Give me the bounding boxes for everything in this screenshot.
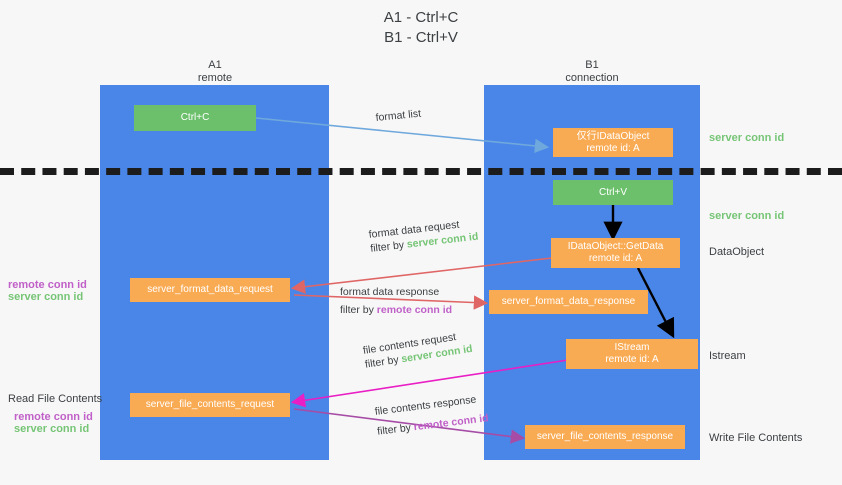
edge-label-format-list: format list xyxy=(375,107,422,125)
node-dataobject-create-line1: 仅行IDataObject xyxy=(576,130,650,142)
right-label-dataobject: DataObject xyxy=(709,246,765,258)
node-server-format-data-request-label: server_format_data_request xyxy=(147,284,273,295)
column-b1-name: B1 xyxy=(585,59,599,71)
node-dataobject-getdata-line2: remote id: A xyxy=(588,253,643,264)
node-server-file-contents-request[interactable]: server_file_contents_request xyxy=(130,393,290,417)
title-line-2: B1 - Ctrl+V xyxy=(384,29,458,46)
column-a1-name: A1 xyxy=(208,59,222,71)
phase-divider xyxy=(0,168,842,175)
edge-label-format-list-text: format list xyxy=(375,107,422,124)
node-server-file-contents-response-label: server_file_contents_response xyxy=(536,431,674,442)
right-label-server-conn-id-1: server conn id xyxy=(709,132,785,144)
edge-label-format-data-request: format data request filter by server con… xyxy=(368,216,479,256)
column-a1-sub: remote xyxy=(197,72,233,84)
left-label-server-conn-id-1: server conn id xyxy=(8,291,84,303)
node-istream[interactable]: IStream remote id: A xyxy=(566,339,698,369)
right-label-write-file-contents: Write File Contents xyxy=(709,432,803,444)
node-dataobject-create[interactable]: 仅行IDataObject remote id: A xyxy=(553,128,673,157)
edge-prefix: filter by xyxy=(340,304,377,316)
column-b1-sub: connection xyxy=(565,72,619,84)
node-ctrl-v-label: Ctrl+V xyxy=(598,186,628,198)
edge-value-remote-conn-id: remote conn id xyxy=(376,304,453,316)
column-header-b1: B1 connection xyxy=(512,59,672,85)
edge-prefix: filter by xyxy=(376,421,415,438)
edge-label-format-data-response-line2: filter by remote conn id xyxy=(340,303,452,317)
node-istream-line1: IStream xyxy=(614,342,650,353)
edge-prefix: filter by xyxy=(369,238,408,255)
edge-label-file-contents-response: file contents response filter by remote … xyxy=(374,391,489,438)
node-dataobject-getdata[interactable]: IDataObject::GetData remote id: A xyxy=(551,238,680,268)
node-server-format-data-request[interactable]: server_format_data_request xyxy=(130,278,290,302)
left-label-remote-conn-id-1: remote conn id xyxy=(8,279,87,291)
node-dataobject-create-line2: remote id: A xyxy=(586,142,640,154)
node-dataobject-getdata-line1: IDataObject::GetData xyxy=(567,241,664,252)
edge-label-format-data-response: format data response filter by remote co… xyxy=(340,285,452,317)
edge-label-file-contents-request: file contents request filter by server c… xyxy=(362,328,473,372)
title-line-1: A1 - Ctrl+C xyxy=(383,9,459,26)
edge-value-remote-conn-id: remote conn id xyxy=(413,412,490,434)
page-title: A1 - Ctrl+C B1 - Ctrl+V xyxy=(0,8,842,48)
edge-label-format-data-response-line1: format data response xyxy=(340,286,440,298)
left-label-remote-conn-id-2: remote conn id xyxy=(14,411,93,423)
node-istream-line2: remote id: A xyxy=(605,354,659,365)
node-ctrl-c-label: Ctrl+C xyxy=(180,112,210,123)
node-ctrl-v[interactable]: Ctrl+V xyxy=(553,180,673,205)
right-label-istream: Istream xyxy=(709,350,746,362)
node-server-format-data-response[interactable]: server_format_data_response xyxy=(489,290,648,314)
node-server-file-contents-response[interactable]: server_file_contents_response xyxy=(525,425,685,449)
node-server-format-data-response-label: server_format_data_response xyxy=(501,296,636,307)
left-label-server-conn-id-2: server conn id xyxy=(14,423,90,435)
right-label-server-conn-id-2: server conn id xyxy=(709,210,785,222)
node-ctrl-c[interactable]: Ctrl+C xyxy=(134,105,256,131)
column-header-a1: A1 remote xyxy=(135,59,295,85)
node-server-file-contents-request-label: server_file_contents_request xyxy=(145,399,275,410)
edge-prefix: filter by xyxy=(364,353,403,371)
left-label-read-file-contents: Read File Contents xyxy=(8,393,103,405)
